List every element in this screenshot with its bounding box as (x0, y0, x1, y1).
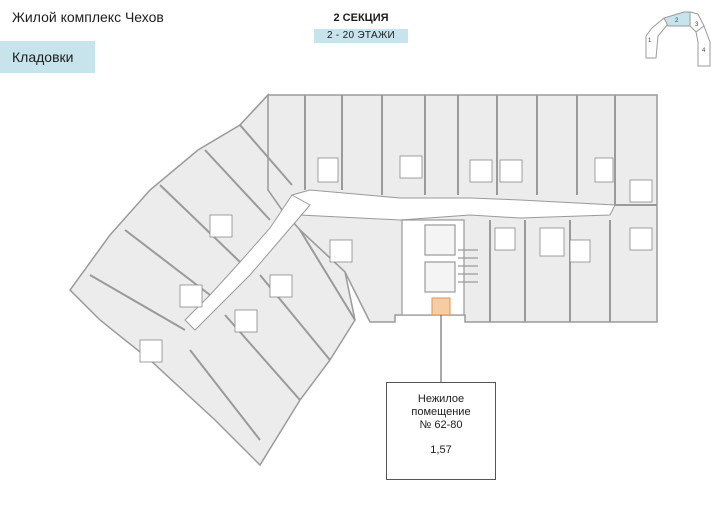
unit-area: 1,57 (430, 444, 452, 456)
category-tag[interactable]: Кладовки (0, 41, 95, 73)
unit-number: № 62-80 (419, 419, 463, 431)
minimap-label-3: 3 (695, 22, 699, 28)
corridor (184, 189, 616, 331)
unit-type-line2: помещение (411, 406, 471, 418)
minimap-label-1: 1 (648, 38, 652, 44)
partitions-right (304, 95, 657, 322)
minimap-label-2: 2 (675, 18, 679, 24)
fixtures (139, 155, 653, 363)
unit-info-card: Нежилое помещение № 62-80 1,57 (386, 382, 496, 480)
highlighted-unit[interactable] (431, 297, 451, 316)
floors-label: 2 - 20 ЭТАЖИ (314, 29, 408, 43)
minimap-label-4: 4 (702, 48, 706, 54)
section-label: 2 СЕКЦИЯ (333, 12, 389, 24)
project-title: Жилой комплекс Чехов (12, 9, 164, 25)
unit-type-line1: Нежилое (417, 393, 465, 405)
building-minimap: 1 2 3 4 (645, 11, 711, 67)
minimap-section-4[interactable] (695, 25, 711, 67)
